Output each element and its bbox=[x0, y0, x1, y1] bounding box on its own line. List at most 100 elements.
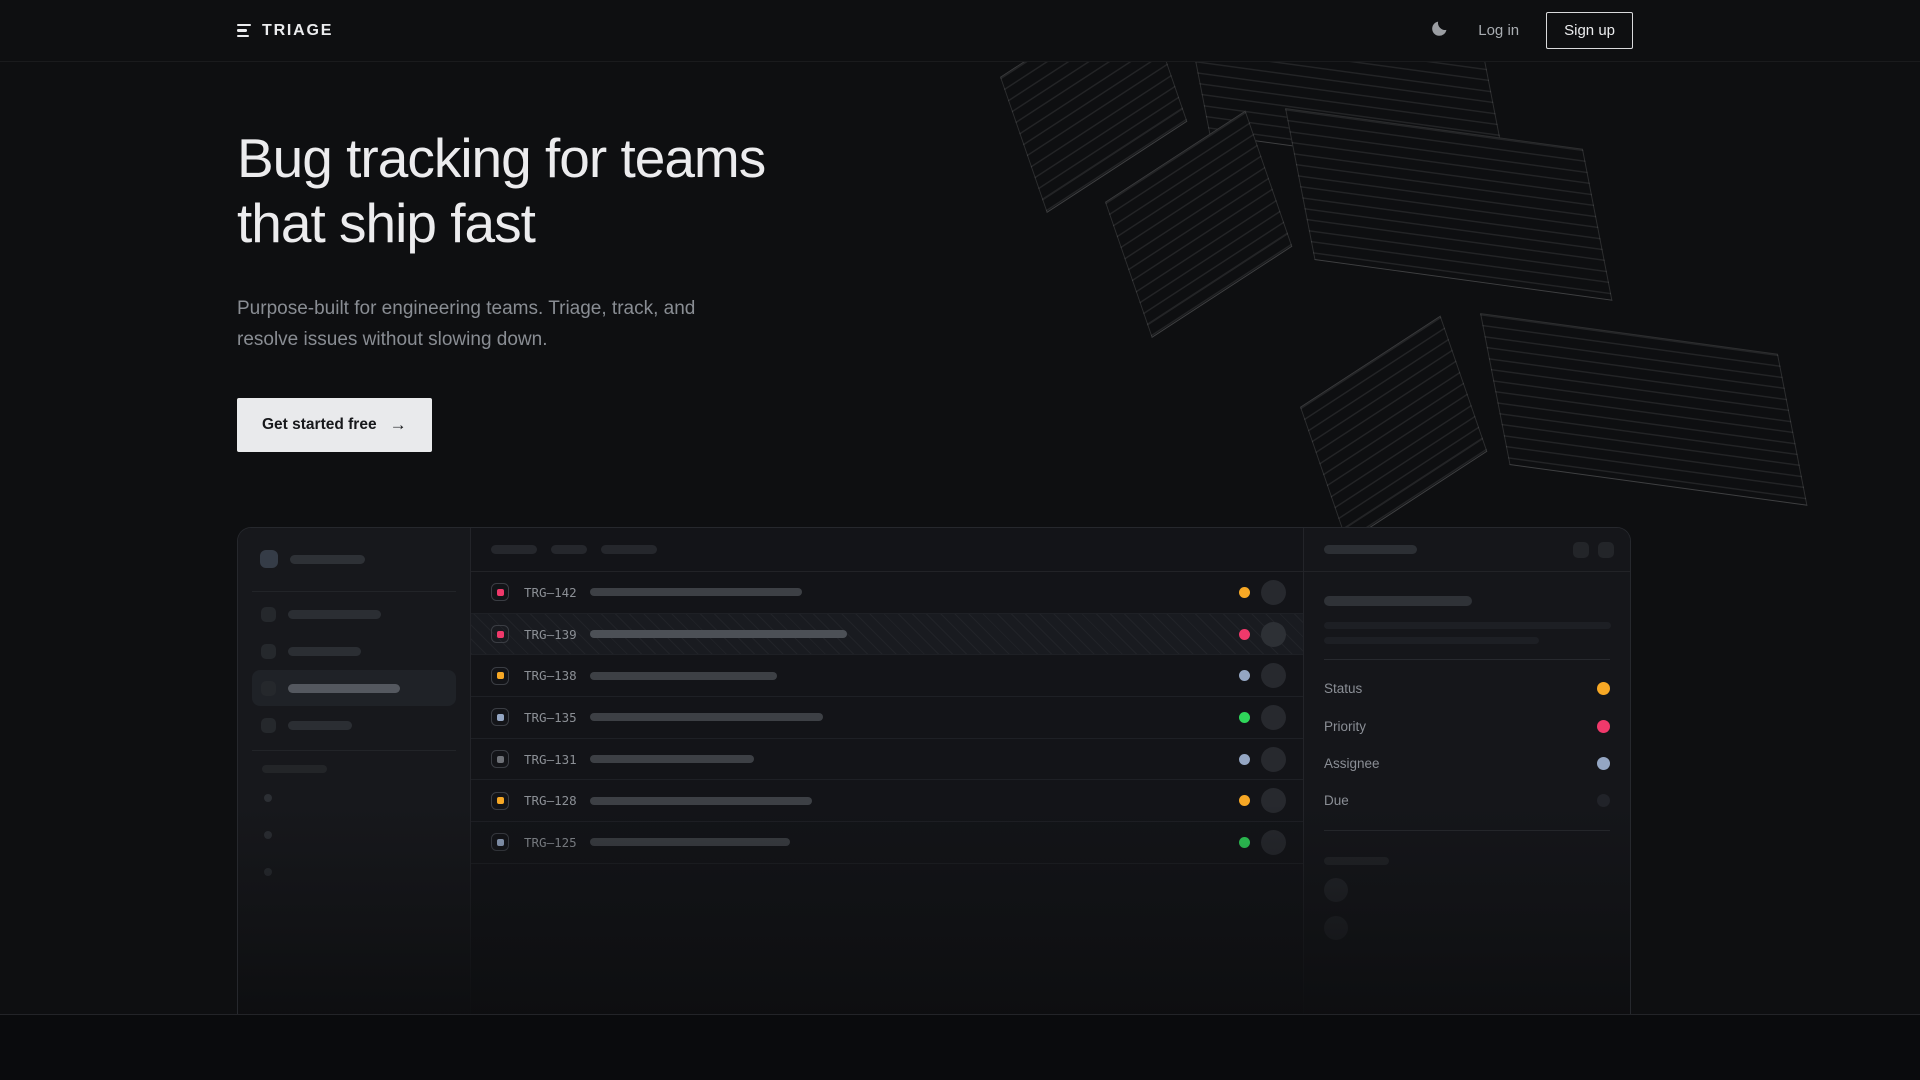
issue-id: TRG–142 bbox=[524, 584, 577, 600]
detail-field-value-dot bbox=[1597, 719, 1610, 733]
issue-type-dot bbox=[496, 755, 504, 763]
detail-avatar-circle bbox=[1324, 877, 1348, 902]
issue-assignee-avatar bbox=[1261, 621, 1286, 647]
nav-item-icon bbox=[261, 717, 276, 733]
issue-assignee-avatar bbox=[1261, 579, 1286, 605]
issue-title-skeleton bbox=[590, 713, 823, 722]
detail-panel-header bbox=[1304, 528, 1630, 572]
mockup-sidebar bbox=[238, 528, 471, 1014]
workspace-row bbox=[252, 546, 456, 572]
hero-subtitle-line1: Purpose-built for engineering teams. Tri… bbox=[237, 298, 696, 319]
brand-name: TRIAGE bbox=[262, 21, 334, 39]
detail-divider bbox=[1324, 659, 1610, 660]
issue-type-dot bbox=[496, 713, 504, 721]
issue-assignee-avatar bbox=[1261, 829, 1286, 855]
issue-id: TRG–139 bbox=[524, 626, 577, 642]
toolbar-filter-skeleton bbox=[551, 545, 587, 554]
issue-id: TRG–138 bbox=[524, 668, 577, 684]
issue-type-icon bbox=[491, 750, 509, 769]
issue-status-dot bbox=[1239, 836, 1250, 848]
detail-field-row: Status bbox=[1324, 670, 1610, 707]
issue-type-icon bbox=[491, 583, 509, 602]
detail-avatar-circle bbox=[1324, 915, 1348, 940]
sidebar-nav-item bbox=[252, 633, 456, 669]
issue-type-dot bbox=[496, 672, 504, 680]
nav-item-icon bbox=[261, 680, 276, 696]
nav-item-skeleton bbox=[288, 720, 352, 730]
issue-row: TRG–138 bbox=[471, 655, 1303, 698]
issue-title-skeleton bbox=[590, 796, 812, 805]
triage-bars-icon bbox=[237, 23, 251, 38]
detail-field-value-dot bbox=[1597, 682, 1610, 696]
detail-header-skeleton bbox=[1324, 545, 1417, 554]
hero-subtitle: Purpose-built for engineering teams. Tri… bbox=[237, 294, 695, 355]
detail-description-skeleton bbox=[1324, 637, 1539, 644]
nav-item-icon bbox=[261, 643, 276, 659]
issue-type-icon bbox=[491, 625, 509, 644]
sidebar-dot bbox=[264, 831, 272, 839]
workspace-icon bbox=[260, 550, 278, 568]
issue-title-skeleton bbox=[590, 630, 847, 639]
issue-row: TRG–125 bbox=[471, 822, 1303, 864]
nav-item-icon bbox=[261, 606, 276, 622]
issue-type-dot bbox=[496, 630, 504, 638]
issue-id: TRG–128 bbox=[524, 793, 577, 809]
issue-row: TRG–135 bbox=[471, 697, 1303, 739]
sidebar-nav-item bbox=[252, 707, 456, 743]
detail-action-button bbox=[1598, 541, 1614, 558]
detail-field-label: Due bbox=[1324, 793, 1349, 809]
brand-logo: TRIAGE bbox=[237, 22, 333, 40]
login-link[interactable]: Log in bbox=[1478, 22, 1520, 39]
header-nav: Log in Sign up bbox=[1427, 12, 1633, 49]
detail-field-label: Assignee bbox=[1324, 755, 1380, 771]
hero-subtitle-line2: resolve issues without slowing down. bbox=[237, 328, 548, 350]
issue-title-skeleton bbox=[590, 838, 790, 847]
issue-assignee-avatar bbox=[1261, 704, 1286, 730]
issue-title-skeleton bbox=[590, 755, 754, 764]
get-started-button[interactable]: Get started free → bbox=[237, 398, 432, 452]
issue-id: TRG–135 bbox=[524, 709, 577, 725]
detail-field-label: Status bbox=[1324, 681, 1363, 697]
detail-title-skeleton bbox=[1324, 596, 1472, 606]
issue-assignee-avatar bbox=[1261, 746, 1286, 772]
sidebar-dot bbox=[264, 794, 272, 802]
issue-type-icon bbox=[491, 833, 509, 852]
detail-section-skeleton bbox=[1324, 856, 1389, 865]
sidebar-dot bbox=[264, 868, 272, 876]
moon-icon bbox=[1429, 19, 1449, 42]
issue-id: TRG–131 bbox=[524, 751, 577, 767]
workspace-name-skeleton bbox=[290, 554, 365, 564]
detail-field-value-dot bbox=[1597, 794, 1610, 808]
issue-id: TRG–125 bbox=[524, 834, 577, 850]
hero-title-line1: Bug tracking for teams bbox=[237, 127, 766, 189]
issue-status-dot bbox=[1239, 753, 1250, 765]
detail-field-label: Priority bbox=[1324, 718, 1367, 734]
issue-title-skeleton bbox=[590, 671, 777, 680]
hero-section: Bug tracking for teams that ship fast Pu… bbox=[0, 62, 1920, 1014]
detail-field-row: Priority bbox=[1324, 707, 1610, 744]
issue-type-dot bbox=[496, 797, 504, 805]
issue-row: TRG–131 bbox=[471, 739, 1303, 781]
detail-description-skeleton bbox=[1324, 622, 1611, 629]
nav-item-skeleton bbox=[288, 646, 361, 656]
arrow-right-icon: → bbox=[389, 415, 407, 434]
issue-title-skeleton bbox=[590, 588, 802, 597]
sidebar-nav-item-active bbox=[252, 670, 456, 706]
issue-row: TRG–128 bbox=[471, 780, 1303, 823]
mockup-detail-panel: Status Priority Assignee Due bbox=[1303, 528, 1630, 1014]
issue-status-dot bbox=[1239, 711, 1250, 723]
issue-type-dot bbox=[496, 838, 504, 846]
issue-type-icon bbox=[491, 791, 509, 810]
sidebar-divider bbox=[252, 750, 456, 751]
hero-title: Bug tracking for teams that ship fast bbox=[237, 126, 766, 256]
theme-toggle-button[interactable] bbox=[1427, 19, 1451, 43]
sidebar-nav-item bbox=[252, 596, 456, 632]
detail-field-value-dot bbox=[1597, 756, 1610, 770]
issue-row: TRG–142 bbox=[471, 572, 1303, 614]
issue-type-icon bbox=[491, 666, 509, 685]
detail-field-row: Assignee bbox=[1324, 745, 1610, 782]
sidebar-divider bbox=[252, 591, 456, 592]
detail-action-button bbox=[1573, 541, 1589, 558]
signup-button[interactable]: Sign up bbox=[1546, 12, 1633, 49]
